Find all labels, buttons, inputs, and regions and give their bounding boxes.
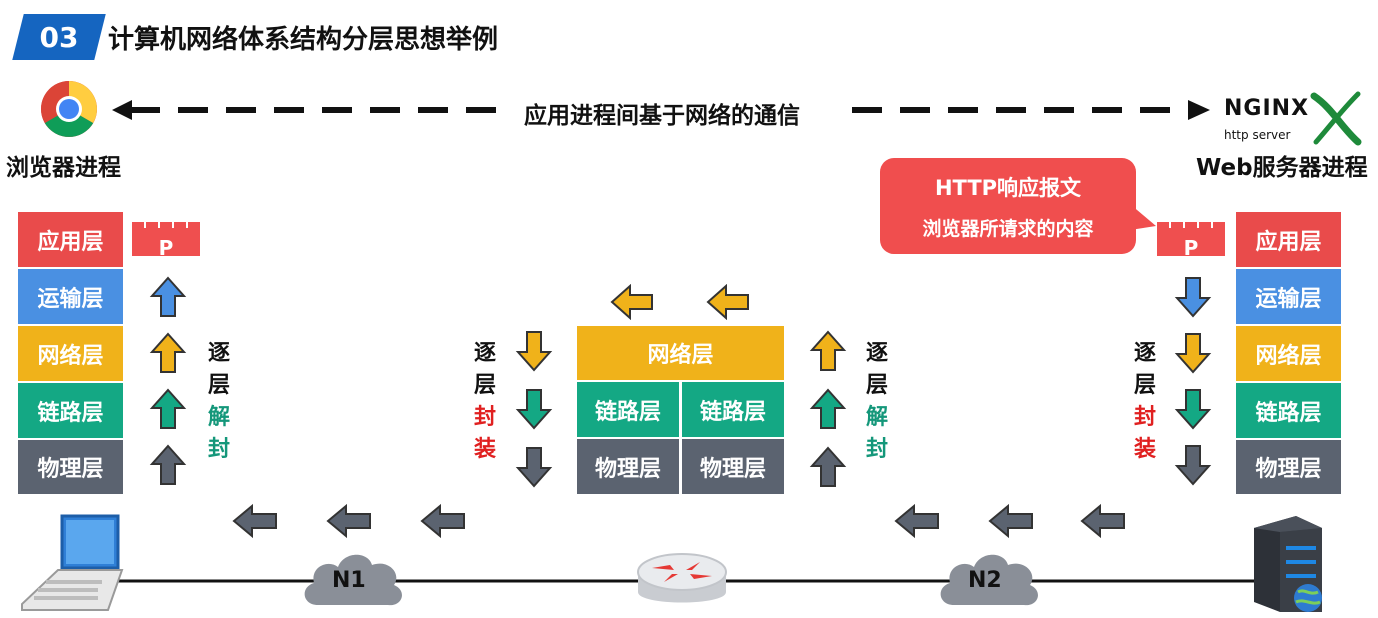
router-physical-layer-right: 物理层 <box>681 438 785 495</box>
encap-label-right: 逐 层 封 装 <box>1133 341 1156 462</box>
chrome-icon <box>41 81 97 137</box>
encap-label-middle: 逐 层 封 装 <box>473 341 496 462</box>
page-title: 计算机网络体系结构分层思想举例 <box>108 25 499 55</box>
http-response-bubble: HTTP响应报文 浏览器所请求的内容 <box>880 158 1136 254</box>
cloud-icon-n2 <box>940 554 1038 606</box>
packet-icon: P <box>132 222 200 256</box>
server-application-layer: 应用层 <box>1235 211 1342 268</box>
server-physical-layer: 物理层 <box>1235 439 1342 495</box>
router-link-layer-right: 链路层 <box>681 381 785 438</box>
browser-protocol-stack: 应用层 运输层 网络层 链路层 物理层 <box>17 211 124 495</box>
network-n2-label: N2 <box>968 568 1002 593</box>
decapsulation-arrows <box>149 276 187 485</box>
encapsulation-arrows-middle <box>515 331 553 488</box>
network-n1-label: N1 <box>332 568 366 593</box>
router-link-layer-left: 链路层 <box>576 381 680 438</box>
router-protocol-stack: 网络层 链路层 链路层 物理层 物理层 <box>576 325 785 495</box>
transport-layer: 运输层 <box>17 268 124 325</box>
forward-arrows-top <box>610 284 749 320</box>
bubble-title: HTTP响应报文 <box>934 176 1082 200</box>
decap-label-middle: 逐 层 解 封 <box>865 341 888 462</box>
cloud-icon-n1 <box>304 554 402 606</box>
server-transport-layer: 运输层 <box>1235 268 1342 325</box>
server-link-layer: 链路层 <box>1235 382 1342 439</box>
physical-layer: 物理层 <box>17 439 124 495</box>
packet-label: P <box>158 236 174 256</box>
server-process-label: Web服务器进程 <box>1196 155 1368 181</box>
bubble-subtitle: 浏览器所请求的内容 <box>922 218 1094 240</box>
encapsulation-arrows-right <box>1174 277 1212 486</box>
section-number: 03 <box>39 20 79 54</box>
bottom-flow-arrows <box>232 503 1125 539</box>
browser-process-label: 浏览器进程 <box>6 155 121 181</box>
router-network-layer: 网络层 <box>576 325 785 381</box>
network-layer: 网络层 <box>17 325 124 382</box>
nginx-logo-name: NGINX <box>1224 96 1310 121</box>
laptop-icon <box>21 514 124 611</box>
packet-icon-right: P <box>1157 222 1225 256</box>
application-layer: 应用层 <box>17 211 124 268</box>
server-icon <box>1254 516 1322 612</box>
nginx-logo: NGINX http server <box>1220 88 1370 148</box>
router-icon <box>637 553 727 603</box>
server-network-layer: 网络层 <box>1235 325 1342 382</box>
decapsulation-arrows-middle <box>809 330 847 487</box>
packet-label-right: P <box>1183 236 1199 256</box>
bubble-pointer <box>1130 204 1156 230</box>
router-physical-layer-left: 物理层 <box>576 438 680 495</box>
server-protocol-stack: 应用层 运输层 网络层 链路层 物理层 <box>1235 211 1342 495</box>
nginx-logo-sub: http server <box>1224 128 1291 142</box>
link-layer: 链路层 <box>17 382 124 439</box>
communication-label: 应用进程间基于网络的通信 <box>524 103 800 129</box>
decap-label-left: 逐 层 解 封 <box>207 341 230 462</box>
